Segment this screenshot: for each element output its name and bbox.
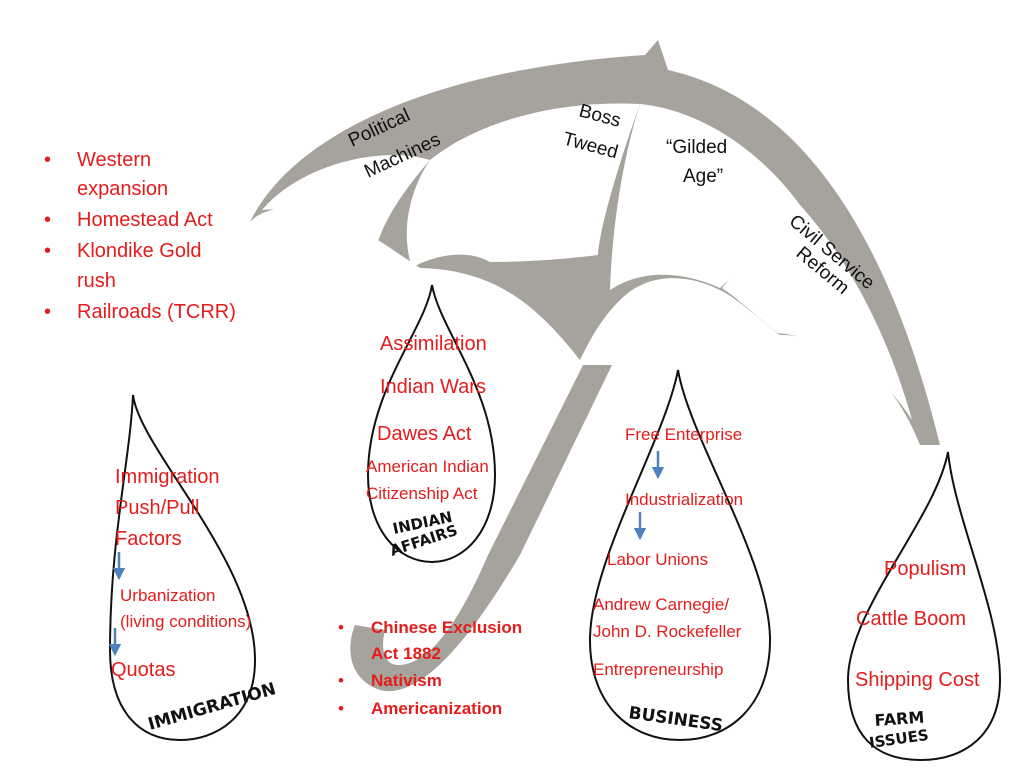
business-item: Entrepreneurship xyxy=(593,660,723,679)
drop-outline xyxy=(108,394,257,742)
bullet-icon: • xyxy=(338,699,344,718)
bullet-icon: • xyxy=(338,618,344,637)
business-label: BUSINESS xyxy=(627,703,724,736)
indian-item: Dawes Act xyxy=(377,423,472,445)
immigration-drop: Immigration Push/Pull Factors Urbanizati… xyxy=(108,394,278,742)
indian-affairs-drop: Assimilation Indian Wars Dawes Act Ameri… xyxy=(366,284,497,564)
bottom-item: Nativism xyxy=(371,671,442,690)
handle-hook xyxy=(350,555,520,692)
umbrella-handle xyxy=(350,365,612,692)
bullet-icon: • xyxy=(44,209,51,231)
panel-text-gilded-1: “Gilded xyxy=(666,137,727,158)
west-item: rush xyxy=(77,270,116,292)
business-drop: Free Enterprise Industrialization Labor … xyxy=(588,369,772,742)
handle-shaft xyxy=(488,365,612,555)
immigration-item: (living conditions) xyxy=(120,612,251,631)
umbrella-canopy xyxy=(250,40,940,445)
drop-outline xyxy=(366,284,497,564)
business-item: John D. Rockefeller xyxy=(593,622,742,641)
bullet-icon: • xyxy=(44,240,51,262)
panel-political xyxy=(262,155,430,262)
west-item: Railroads (TCRR) xyxy=(77,301,236,323)
farm-issues-drop: Populism Cattle Boom Shipping Cost FARM … xyxy=(846,451,1002,762)
panel-text-gilded-2: Age” xyxy=(683,166,723,187)
bullet-icon: • xyxy=(338,671,344,690)
bottom-item: Americanization xyxy=(371,699,502,718)
west-item: Western xyxy=(77,149,151,171)
west-list: • Western expansion • Homestead Act • Kl… xyxy=(44,149,236,323)
immigration-label: IMMIGRATION xyxy=(146,679,278,735)
indian-item: Indian Wars xyxy=(380,376,486,398)
panel-civil xyxy=(722,205,912,420)
west-item: expansion xyxy=(77,178,168,200)
business-item: Industrialization xyxy=(625,490,743,509)
immigration-item: Immigration xyxy=(115,466,219,488)
drop-outline xyxy=(846,451,1002,762)
bullet-icon: • xyxy=(44,301,51,323)
west-item: Klondike Gold xyxy=(77,240,202,262)
immigration-item: Urbanization xyxy=(120,586,215,605)
panel-boss xyxy=(406,103,640,268)
drop-outline xyxy=(588,369,772,742)
bottom-item: Chinese Exclusion xyxy=(371,618,522,637)
west-item: Homestead Act xyxy=(77,209,213,231)
bottom-item: Act 1882 xyxy=(371,644,441,663)
farm-item: Shipping Cost xyxy=(855,669,980,691)
business-item: Free Enterprise xyxy=(625,425,742,444)
immigration-item: Quotas xyxy=(111,659,175,681)
bottom-list: • Chinese Exclusion Act 1882 • Nativism … xyxy=(338,618,522,718)
farm-item: Cattle Boom xyxy=(856,608,966,630)
farm-label-top: FARM xyxy=(874,708,925,730)
business-item: Labor Unions xyxy=(607,550,708,569)
indian-item: Assimilation xyxy=(380,333,487,355)
bullet-icon: • xyxy=(44,149,51,171)
indian-item: American Indian xyxy=(366,457,489,476)
immigration-item: Push/Pull xyxy=(115,497,200,519)
panel-gilded xyxy=(610,104,800,290)
business-item: Andrew Carnegie/ xyxy=(593,595,729,614)
indian-item: Citizenship Act xyxy=(366,484,478,503)
immigration-item: Factors xyxy=(115,528,182,550)
farm-item: Populism xyxy=(884,558,966,580)
